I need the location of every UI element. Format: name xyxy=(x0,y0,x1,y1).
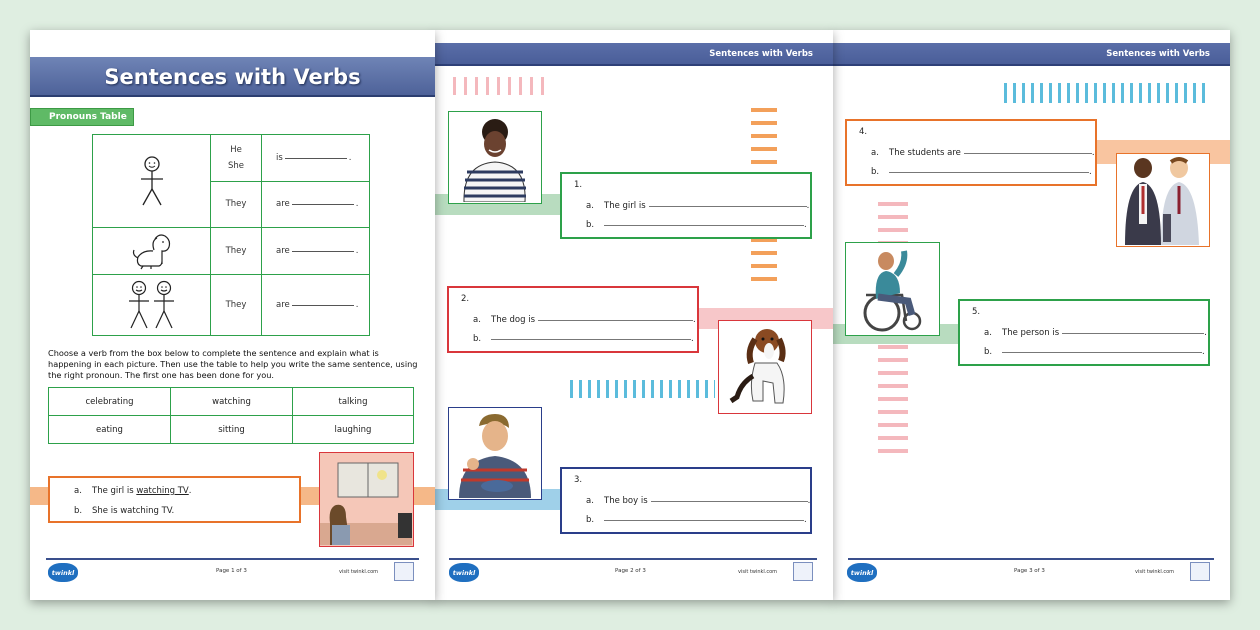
pronoun-she: She xyxy=(227,161,244,171)
question-number: 4. xyxy=(859,127,868,137)
two-students-illustration xyxy=(1125,157,1199,245)
twinkl-logo: twinkl xyxy=(48,563,78,582)
answer-2b-line[interactable] xyxy=(491,338,691,340)
verb-word: celebrating xyxy=(48,387,171,416)
pink-tick-marks xyxy=(453,77,548,95)
answer-3b-line[interactable] xyxy=(604,519,804,521)
blue-tick-marks xyxy=(570,380,715,398)
two-stick-people-icon xyxy=(128,280,174,329)
twinkl-logo: twinkl xyxy=(847,563,877,582)
verb-word: laughing xyxy=(292,415,414,444)
page-header: Sentences with Verbs xyxy=(433,43,833,66)
worksheet-page-2: Sentences with Verbs 1. a. The girl is .… xyxy=(433,30,833,600)
worksheet-page-3: Sentences with Verbs 4. a. The students … xyxy=(832,30,1230,600)
verb-word: sitting xyxy=(170,415,293,444)
answer-4b-line[interactable] xyxy=(889,171,1089,173)
verb-word: eating xyxy=(48,415,171,444)
blue-tick-marks xyxy=(1004,83,1209,103)
worksheet-page-1: Sentences with Verbs Pronouns Table He S… xyxy=(30,30,435,600)
verb-blank-cell: are. xyxy=(261,274,370,336)
example-b-text: She is watching TV. xyxy=(92,506,175,516)
example-a-answer: watching TV xyxy=(136,486,189,496)
question-number: 1. xyxy=(574,180,583,190)
beagle-illustration xyxy=(729,329,786,404)
girl-watching-tv-picture xyxy=(319,452,414,547)
boy-eating-illustration xyxy=(459,414,531,498)
smiling-girl-illustration xyxy=(463,119,526,202)
visit-link[interactable]: visit twinkl.com xyxy=(339,569,379,575)
page-number: Page 3 of 3 xyxy=(1014,568,1045,574)
example-answer-box: a. The girl is watching TV. b. She is wa… xyxy=(48,476,301,523)
verb-blank-cell: is. xyxy=(261,134,370,182)
question-4-box: 4. a. The students are . b. . xyxy=(845,119,1097,186)
girl-watching-tv-illustration xyxy=(320,462,412,545)
answer-1b-line[interactable] xyxy=(604,224,804,226)
verb-blank-cell: are. xyxy=(261,227,370,275)
verb-is: is xyxy=(276,152,283,163)
answer-5b-line[interactable] xyxy=(1002,351,1202,353)
wheelchair-user-illustration xyxy=(863,250,922,332)
page-number: Page 1 of 3 xyxy=(216,568,247,574)
verb-word: watching xyxy=(170,387,293,416)
question-number: 5. xyxy=(972,307,981,317)
pronoun-he: He xyxy=(230,144,242,155)
stick-person-icon xyxy=(140,156,163,206)
question-5-a-prompt: The person is xyxy=(1002,328,1060,338)
answer-1a-line[interactable] xyxy=(648,205,807,207)
girl-picture xyxy=(448,111,542,204)
page-number: Page 2 of 3 xyxy=(615,568,646,574)
example-a-text: The girl is xyxy=(92,486,134,496)
stick-person-cell xyxy=(92,134,211,228)
quality-badge-icon xyxy=(1190,562,1210,581)
question-1-a-prompt: The girl is xyxy=(604,201,646,211)
pronoun-cell-he-she: He She xyxy=(210,134,262,182)
question-3-box: 3. a. The boy is . b. . xyxy=(560,467,812,534)
page-header: Sentences with Verbs xyxy=(832,43,1230,66)
question-3-a-prompt: The boy is xyxy=(604,496,648,506)
quality-badge-icon xyxy=(394,562,414,581)
question-5-box: 5. a. The person is . b. . xyxy=(958,299,1210,366)
verb-blank-cell: are. xyxy=(261,181,370,228)
verb-word: talking xyxy=(292,387,414,416)
answer-5a-line[interactable] xyxy=(1062,332,1205,334)
question-4-a-prompt: The students are xyxy=(889,148,961,158)
question-number: 2. xyxy=(461,294,470,304)
instructions-text: Choose a verb from the box below to comp… xyxy=(48,348,418,380)
visit-link[interactable]: visit twinkl.com xyxy=(1135,569,1175,575)
pronoun-cell-they: They xyxy=(210,181,262,228)
twinkl-logo: twinkl xyxy=(449,563,479,582)
dog-picture xyxy=(718,320,812,414)
question-2-a-prompt: The dog is xyxy=(491,315,535,325)
quality-badge-icon xyxy=(793,562,813,581)
person-picture xyxy=(845,242,940,336)
title-banner: Sentences with Verbs xyxy=(30,57,435,97)
students-picture xyxy=(1116,153,1210,247)
pronouns-table-tab: Pronouns Table xyxy=(30,108,134,126)
answer-2a-line[interactable] xyxy=(538,319,693,321)
boy-picture xyxy=(448,407,542,500)
pronoun-cell-they: They xyxy=(210,227,262,275)
pronoun-cell-they: They xyxy=(210,274,262,336)
two-people-cell xyxy=(92,274,211,336)
answer-3a-line[interactable] xyxy=(650,500,808,502)
question-number: 3. xyxy=(574,475,583,485)
question-1-box: 1. a. The girl is . b. . xyxy=(560,172,812,239)
dog-doodle-icon xyxy=(132,234,170,270)
visit-link[interactable]: visit twinkl.com xyxy=(738,569,778,575)
worksheet-title: Sentences with Verbs xyxy=(104,65,361,89)
answer-4a-line[interactable] xyxy=(963,152,1092,154)
dog-cell xyxy=(92,227,211,275)
question-2-box: 2. a. The dog is . b. . xyxy=(447,286,699,353)
